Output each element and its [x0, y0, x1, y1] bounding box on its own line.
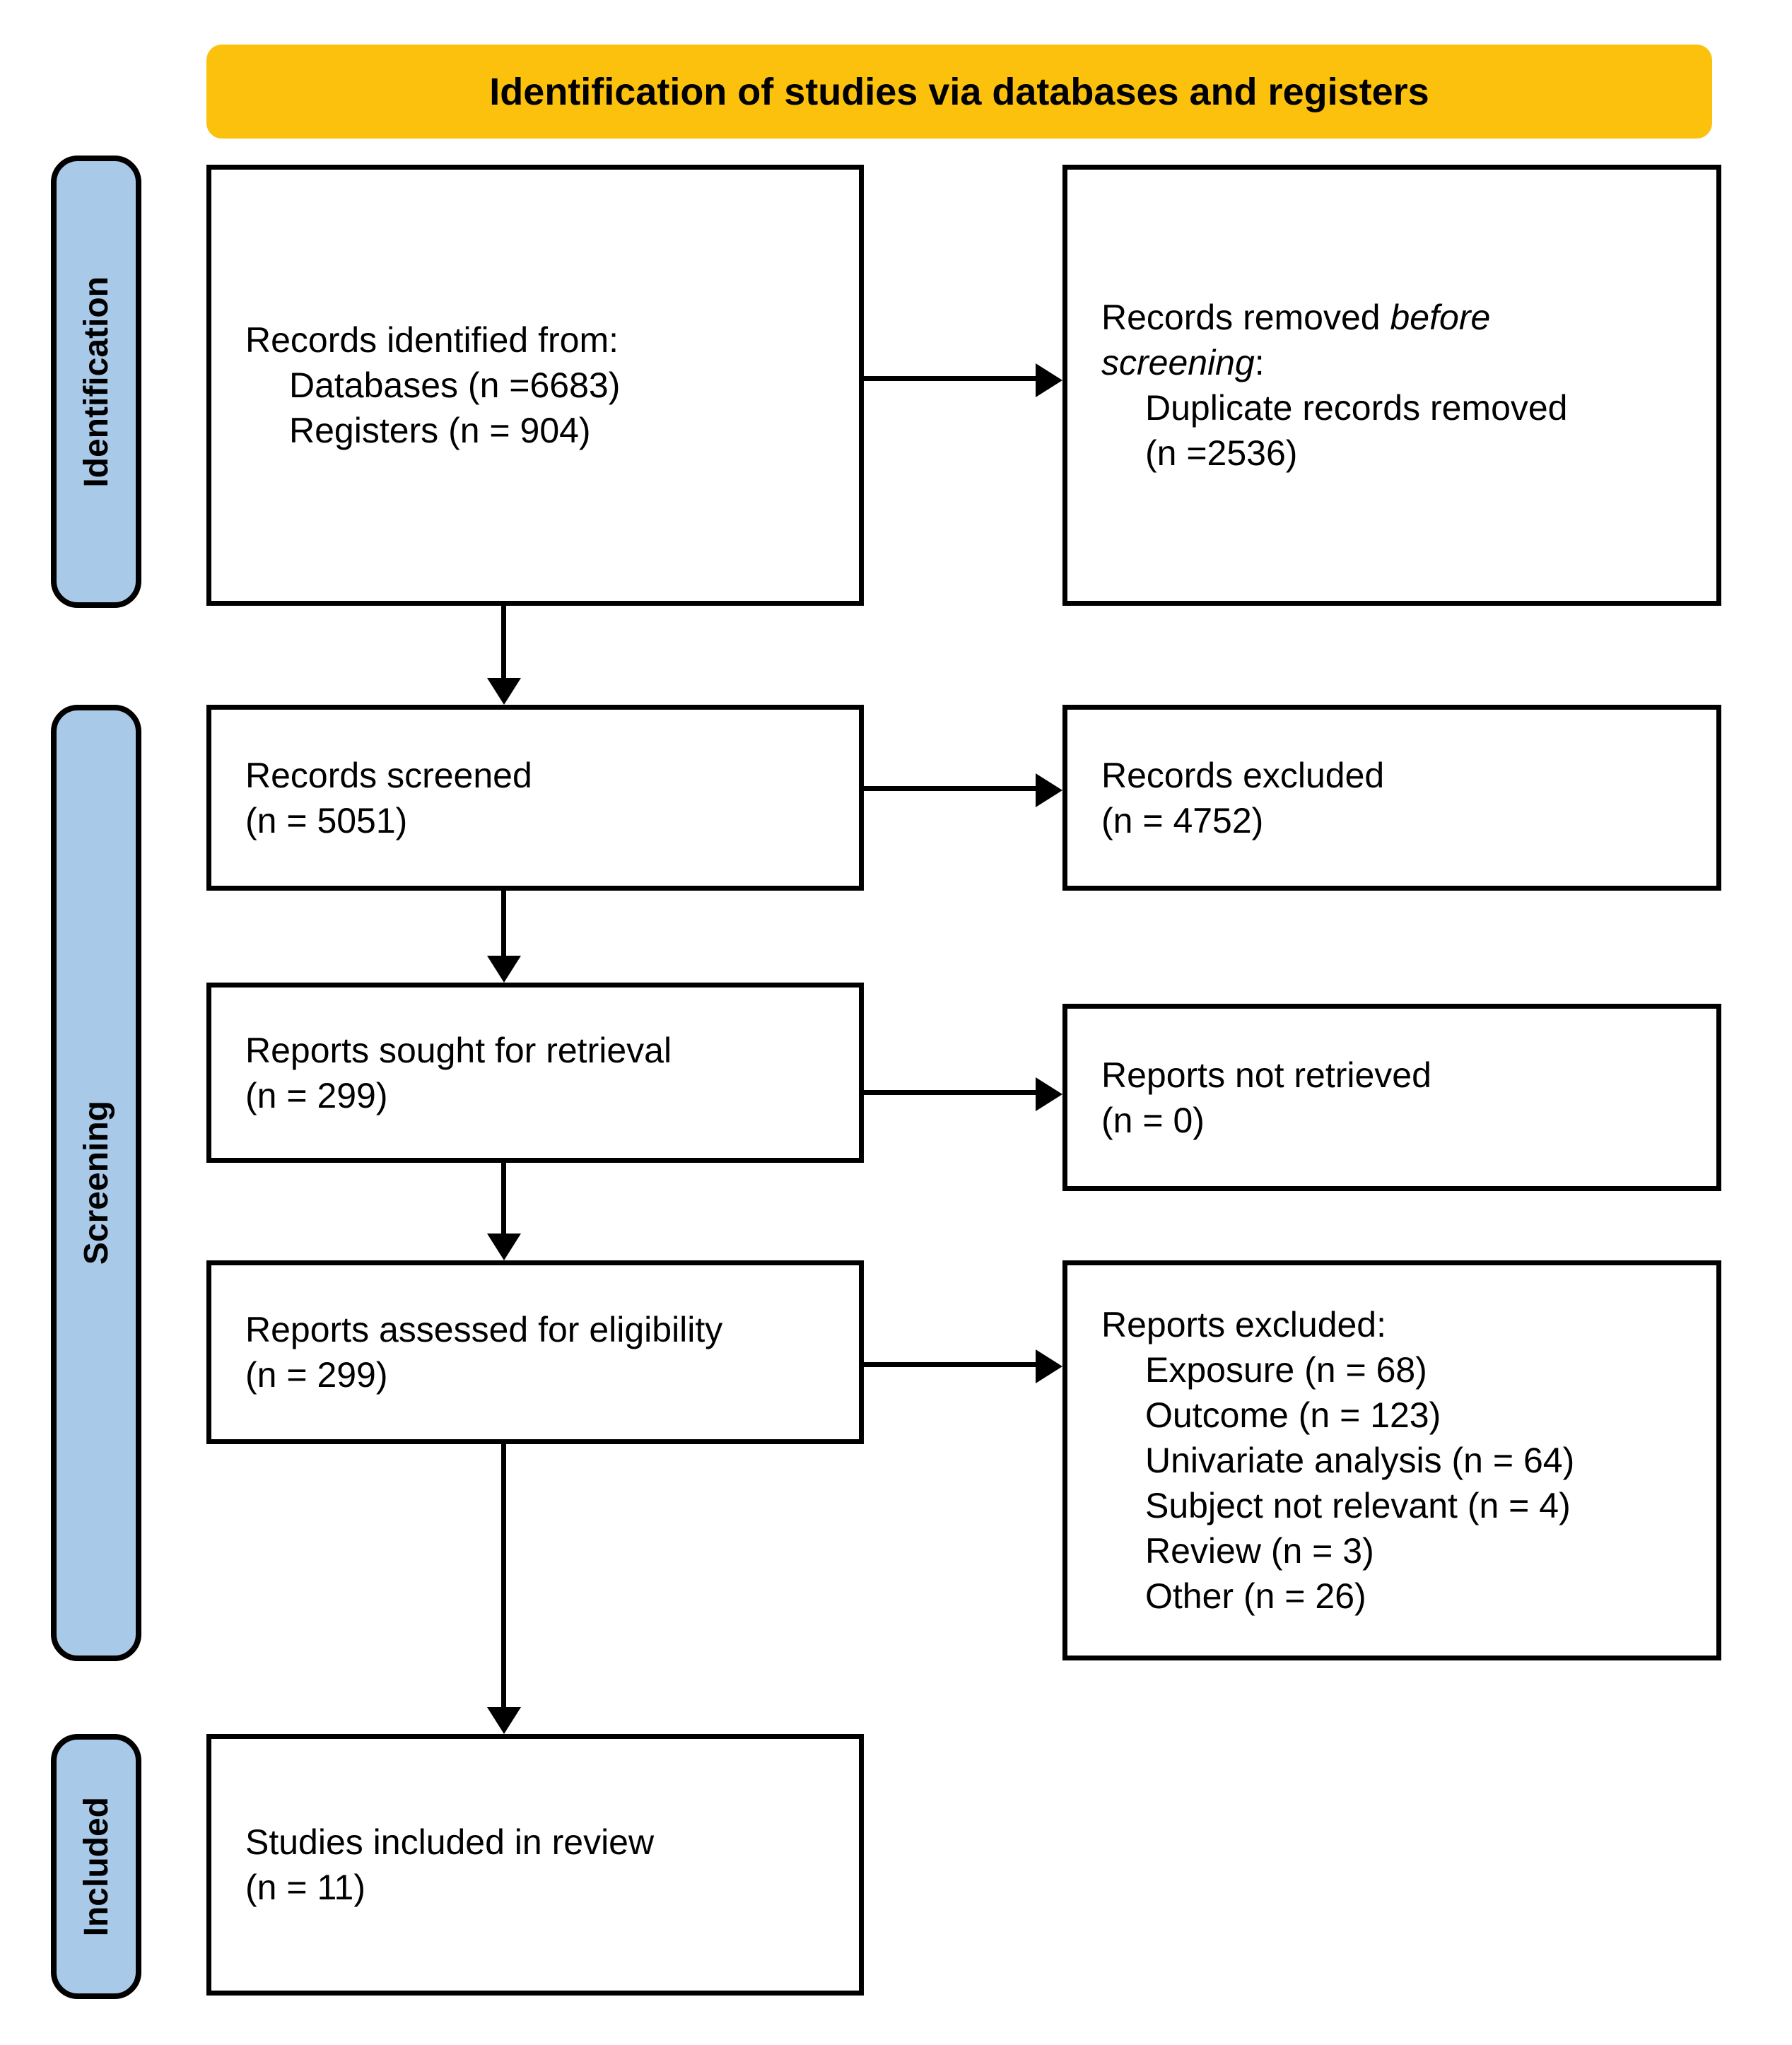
arrow-head-right-icon	[1036, 1077, 1062, 1111]
box-records-identified: Records identified from: Databases (n =6…	[206, 165, 864, 606]
duplicate-records-count: (n =2536)	[1145, 433, 1298, 473]
arrow-head-down-icon	[487, 1707, 521, 1734]
records-removed-italic-before: before	[1390, 298, 1491, 337]
stage-bar-identification: Identification	[51, 156, 141, 608]
box-reports-excluded: Reports excluded: Exposure (n = 68) Outc…	[1062, 1260, 1721, 1660]
reports-sought-label: Reports sought for retrieval	[245, 1030, 672, 1070]
box-records-removed-before-screening: Records removed before screening: Duplic…	[1062, 165, 1721, 606]
box-studies-included: Studies included in review (n = 11)	[206, 1734, 864, 1996]
banner-title: Identification of studies via databases …	[489, 70, 1429, 113]
box-records-excluded: Records excluded (n = 4752)	[1062, 705, 1721, 891]
arrow-line	[501, 1163, 506, 1234]
reports-excluded-header: Reports excluded:	[1101, 1305, 1387, 1344]
records-identified-line1: Records identified from:	[245, 320, 619, 360]
arrow-line	[864, 376, 1036, 381]
box-reports-sought: Reports sought for retrieval (n = 299)	[206, 983, 864, 1163]
arrow-head-right-icon	[1036, 363, 1062, 397]
records-removed-colon: :	[1254, 343, 1265, 382]
arrow-line	[501, 891, 506, 956]
reports-excluded-exposure: Exposure (n = 68)	[1145, 1350, 1427, 1390]
stage-label-identification: Identification	[77, 276, 115, 488]
records-screened-label: Records screened	[245, 755, 532, 795]
arrow-line	[501, 1444, 506, 1707]
arrow-line	[864, 1362, 1036, 1367]
reports-assessed-label: Reports assessed for eligibility	[245, 1310, 723, 1349]
records-removed-italic-screening: screening	[1101, 343, 1255, 382]
arrow-line	[864, 1090, 1036, 1095]
records-removed-line1: Records removed before	[1101, 295, 1699, 340]
arrow-head-right-icon	[1036, 1349, 1062, 1383]
records-screened-count: (n = 5051)	[245, 800, 408, 840]
stage-label-included: Included	[77, 1796, 115, 1937]
banner-identification-via-databases: Identification of studies via databases …	[206, 45, 1712, 139]
studies-included-count: (n = 11)	[245, 1868, 365, 1907]
reports-excluded-univariate: Univariate analysis (n = 64)	[1145, 1441, 1575, 1480]
records-identified-registers: Registers (n = 904)	[289, 411, 591, 450]
arrow-line	[501, 606, 506, 678]
reports-assessed-count: (n = 299)	[245, 1355, 388, 1395]
arrow-head-down-icon	[487, 678, 521, 705]
records-removed-line2: screening:	[1101, 340, 1699, 385]
stage-bar-included: Included	[51, 1734, 141, 1999]
arrow-head-right-icon	[1036, 773, 1062, 807]
records-removed-prefix: Records removed	[1101, 298, 1390, 337]
reports-not-retrieved-label: Reports not retrieved	[1101, 1055, 1431, 1095]
stage-label-screening: Screening	[77, 1101, 115, 1265]
box-reports-not-retrieved: Reports not retrieved (n = 0)	[1062, 1004, 1721, 1191]
box-reports-assessed: Reports assessed for eligibility (n = 29…	[206, 1260, 864, 1444]
reports-excluded-subject: Subject not relevant (n = 4)	[1145, 1486, 1571, 1525]
reports-excluded-other: Other (n = 26)	[1145, 1576, 1366, 1616]
records-identified-databases: Databases (n =6683)	[289, 365, 621, 405]
reports-not-retrieved-count: (n = 0)	[1101, 1100, 1205, 1140]
studies-included-label: Studies included in review	[245, 1822, 655, 1862]
arrow-head-down-icon	[487, 1234, 521, 1260]
reports-excluded-review: Review (n = 3)	[1145, 1531, 1374, 1571]
box-records-screened: Records screened (n = 5051)	[206, 705, 864, 891]
duplicate-records-removed: Duplicate records removed	[1145, 388, 1568, 428]
arrow-line	[864, 786, 1036, 791]
records-excluded-label: Records excluded	[1101, 755, 1385, 795]
reports-sought-count: (n = 299)	[245, 1075, 388, 1115]
reports-excluded-outcome: Outcome (n = 123)	[1145, 1395, 1441, 1435]
arrow-head-down-icon	[487, 956, 521, 983]
stage-bar-screening: Screening	[51, 705, 141, 1661]
records-excluded-count: (n = 4752)	[1101, 800, 1264, 840]
